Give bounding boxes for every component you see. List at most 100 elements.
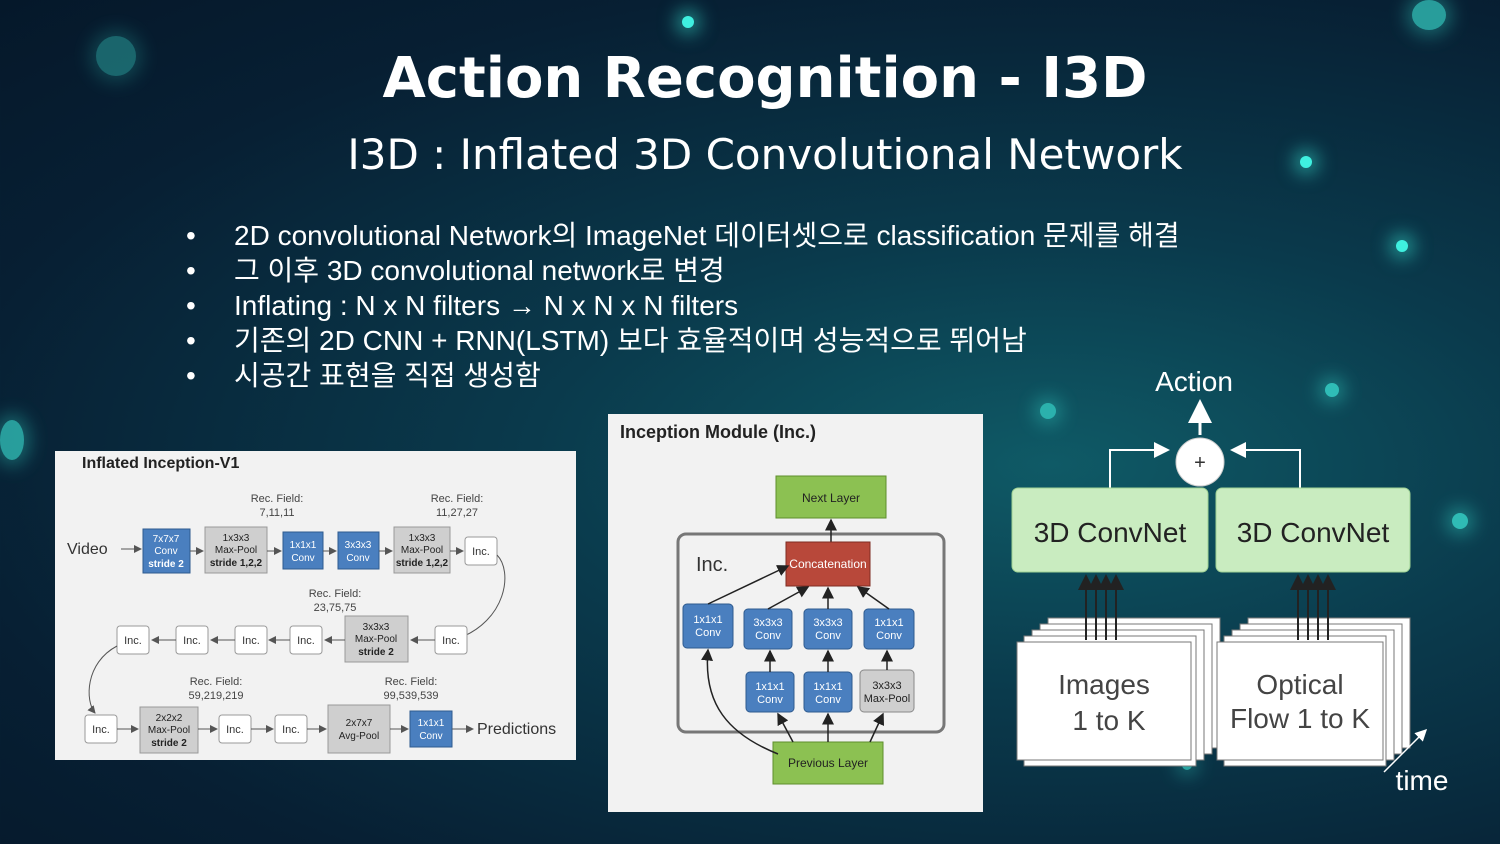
inc-block bbox=[464, 536, 498, 566]
bullet-text: 시공간 표현을 직접 생성함 bbox=[234, 360, 541, 391]
block-label: 1x1x1 bbox=[813, 681, 842, 693]
block-label: 1x1x1 bbox=[874, 617, 903, 629]
glow-dot bbox=[1300, 156, 1312, 168]
block-label: Conv bbox=[876, 630, 902, 642]
bullet-marker: • bbox=[186, 325, 196, 356]
rf-label: Rec. Field: bbox=[309, 588, 362, 600]
list-item: •시공간 표현을 직접 생성함 bbox=[186, 358, 1180, 393]
concatenation-block bbox=[785, 541, 871, 587]
block-label: stride 2 bbox=[358, 647, 394, 658]
block-label: Inc. bbox=[442, 635, 460, 647]
block-label: Conv bbox=[419, 731, 442, 742]
rf-value: 23,75,75 bbox=[314, 602, 357, 614]
conv-block bbox=[409, 710, 453, 748]
bullet-text: 2D convolutional Network의 ImageNet 데이터셋으… bbox=[234, 220, 1180, 251]
block-label: Max-Pool bbox=[148, 725, 190, 736]
block-label: Conv bbox=[346, 553, 369, 564]
block-label: stride 1,2,2 bbox=[210, 558, 263, 569]
bullet-text: 그 이후 3D convolutional network로 변경 bbox=[234, 255, 725, 286]
block-label: Inc. bbox=[183, 635, 201, 647]
figure-title: Inception Module (Inc.) bbox=[620, 422, 816, 442]
figure-title: Inflated Inception-V1 bbox=[82, 455, 240, 472]
inception-module-figure: Inception Module (Inc.) Inc. Next Layer … bbox=[608, 414, 983, 812]
block-label: Max-Pool bbox=[401, 545, 443, 556]
pool-block bbox=[327, 704, 391, 754]
convnet-label: 3D ConvNet bbox=[1034, 517, 1187, 548]
block-label: 3x3x3 bbox=[345, 540, 372, 551]
glow-dot bbox=[1325, 383, 1339, 397]
flow-label: Optical bbox=[1256, 669, 1343, 700]
convnet-block-rgb bbox=[1011, 487, 1209, 573]
block-label: Max-Pool bbox=[355, 634, 397, 645]
rf-label: Rec. Field: bbox=[385, 676, 438, 688]
glow-dot bbox=[1412, 0, 1446, 30]
block-label: Conv bbox=[757, 694, 783, 706]
bullet-marker: • bbox=[186, 255, 196, 286]
flow-range: Flow 1 to K bbox=[1230, 703, 1370, 734]
conv-block bbox=[337, 531, 380, 570]
inception-v1-diagram: Rec. Field: 7,11,11 Rec. Field: 11,27,27… bbox=[67, 493, 556, 754]
rf-label: Rec. Field: bbox=[251, 493, 304, 505]
block-label: Avg-Pool bbox=[339, 731, 379, 742]
block-label: 1x3x3 bbox=[223, 533, 250, 544]
bullet-marker: • bbox=[186, 220, 196, 251]
block-label: Inc. bbox=[282, 724, 300, 736]
block-label: Concatenation bbox=[789, 557, 866, 571]
two-stream-diagram: Action + 3D ConvNet 3D ConvNet Images 1 … bbox=[1011, 366, 1449, 796]
time-label: time bbox=[1396, 765, 1449, 796]
rf-value: 11,27,27 bbox=[436, 507, 478, 519]
block-label: 1x1x1 bbox=[693, 614, 722, 626]
block-label: Conv bbox=[154, 546, 177, 557]
flow-frame bbox=[1216, 641, 1384, 761]
block-label: Inc. bbox=[242, 635, 260, 647]
rf-label: Rec. Field: bbox=[431, 493, 484, 505]
block-label: 3x3x3 bbox=[813, 617, 842, 629]
block-label: Conv bbox=[815, 694, 841, 706]
images-frame bbox=[1016, 641, 1192, 761]
block-label: Conv bbox=[291, 553, 314, 564]
block-label: Next Layer bbox=[802, 491, 860, 505]
conv-block bbox=[282, 531, 324, 570]
block-label: stride 2 bbox=[148, 559, 184, 570]
convnet-block-flow bbox=[1215, 487, 1411, 573]
block-label: Inc. bbox=[226, 724, 244, 736]
conv-block bbox=[803, 608, 853, 650]
sum-node bbox=[1175, 437, 1225, 487]
glow-dot bbox=[0, 420, 24, 460]
block-label: 2x7x7 bbox=[346, 718, 373, 729]
block-label: stride 2 bbox=[151, 738, 187, 749]
inception-module-diagram: Inc. Next Layer Concatenation 1x1x1 Conv… bbox=[676, 475, 946, 785]
bullet-marker: • bbox=[186, 290, 196, 321]
glow-dot bbox=[1396, 240, 1408, 252]
block-label: Max-Pool bbox=[864, 693, 910, 705]
block-label: Conv bbox=[695, 627, 721, 639]
next-layer-block bbox=[775, 475, 887, 519]
inc-container bbox=[676, 532, 946, 734]
pool-block bbox=[393, 526, 451, 574]
rf-value: 99,539,539 bbox=[383, 690, 438, 702]
list-item: • 기존의 2D CNN + RNN(LSTM) 보다 효율적이며 성능적으로 뛰… bbox=[186, 323, 1180, 358]
glow-dot bbox=[1452, 513, 1468, 529]
predictions-label: Predictions bbox=[477, 721, 556, 738]
time-arrow bbox=[1383, 728, 1428, 773]
list-item: • 그 이후 3D convolutional network로 변경 bbox=[186, 253, 1180, 288]
pool-block bbox=[204, 526, 268, 574]
page-subtitle: I3D : Inflated 3D Convolutional Network bbox=[347, 130, 1183, 179]
convnet-label: 3D ConvNet bbox=[1237, 517, 1390, 548]
video-label: Video bbox=[67, 541, 108, 558]
list-item: •Inflating : N x N filters → N x N x N f… bbox=[186, 288, 1180, 323]
list-item: • 2D convolutional Network의 ImageNet 데이터셋… bbox=[186, 218, 1180, 253]
action-label: Action bbox=[1155, 366, 1233, 397]
block-label: 2x2x2 bbox=[156, 713, 183, 724]
sum-symbol: + bbox=[1194, 452, 1206, 474]
images-label: Images bbox=[1058, 669, 1150, 700]
bullet-text: 기존의 2D CNN + RNN(LSTM) 보다 효율적이며 성능적으로 뛰어… bbox=[234, 325, 1027, 356]
bullet-list: • 2D convolutional Network의 ImageNet 데이터셋… bbox=[186, 218, 1180, 393]
rf-label: Rec. Field: bbox=[190, 676, 243, 688]
block-label: Max-Pool bbox=[215, 545, 257, 556]
block-label: 3x3x3 bbox=[363, 622, 390, 633]
glow-dot bbox=[682, 16, 694, 28]
pool-block bbox=[344, 615, 409, 663]
rf-value: 7,11,11 bbox=[259, 507, 294, 519]
block-label: Inc. bbox=[92, 724, 110, 736]
